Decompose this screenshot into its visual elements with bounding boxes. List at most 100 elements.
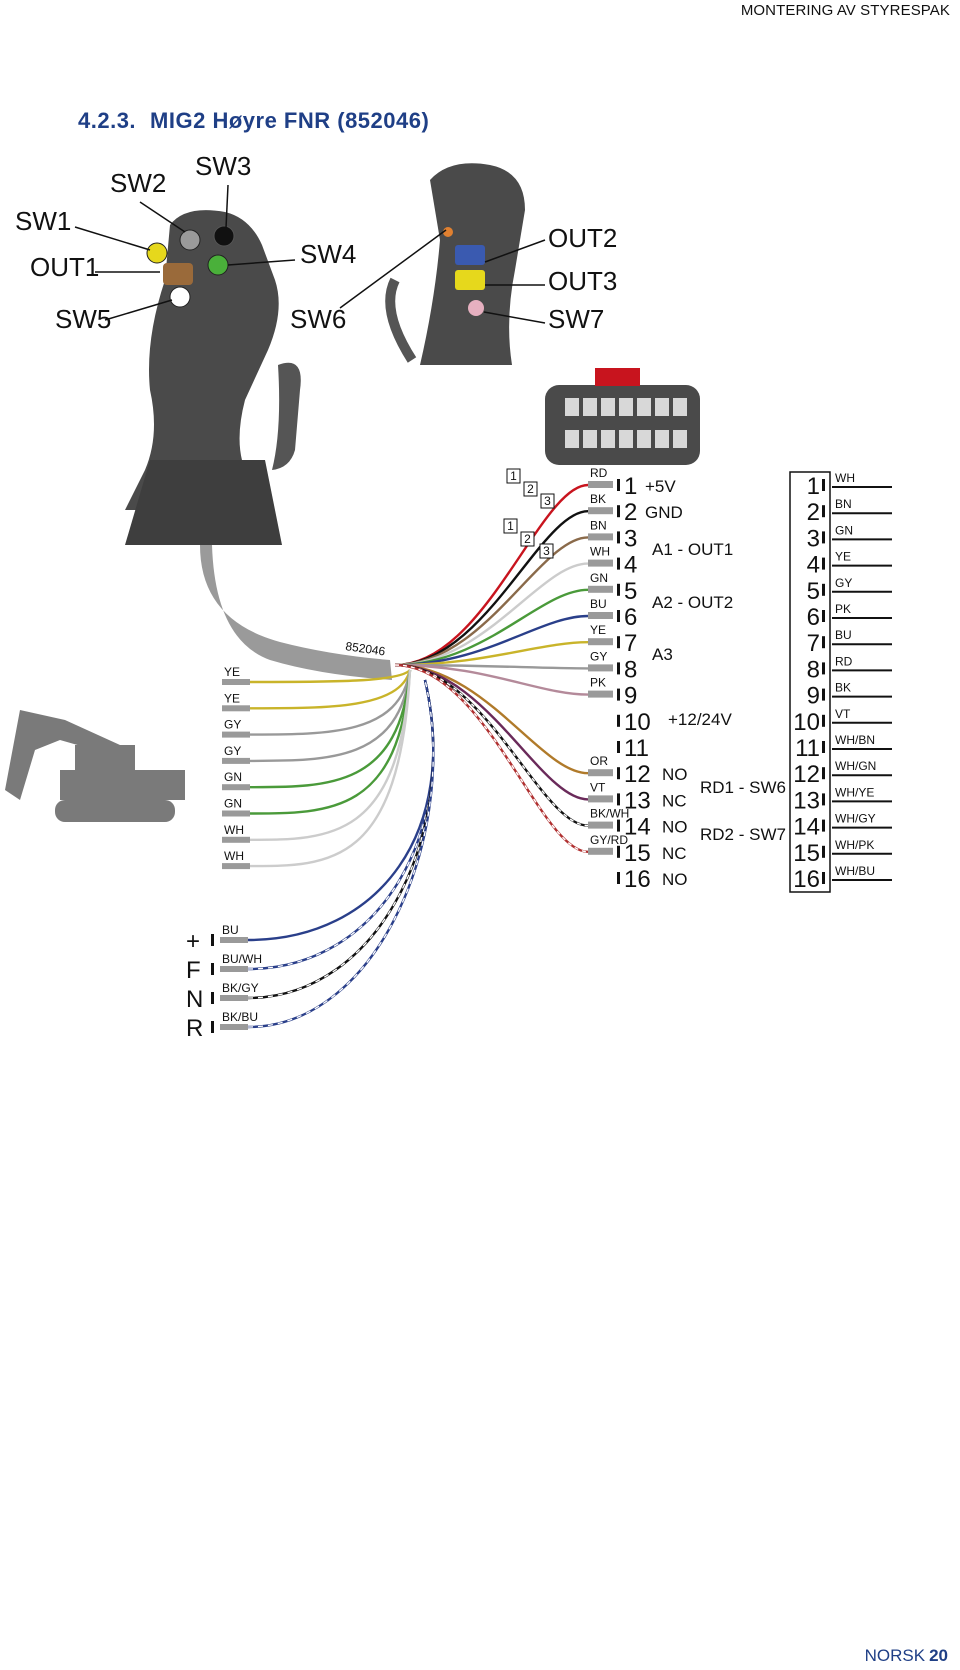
fnr-pin-tick [211, 934, 214, 946]
callout-out2: OUT2 [548, 223, 617, 253]
right-pin-tick [822, 479, 825, 491]
page-header: MONTERING AV STYRESPAK [740, 2, 950, 19]
pin-wire-code: BK/WH [590, 807, 629, 821]
right-pin-number: 10 [793, 709, 820, 736]
right-pin-number: 13 [793, 787, 820, 814]
group-label: +12/24V [668, 710, 732, 729]
right-pin-tick [822, 767, 825, 780]
wire-terminal [220, 1024, 248, 1030]
section-title: 4.2.3.MIG2 Høyre FNR (852046) [78, 108, 429, 134]
pin-function: NO [662, 818, 688, 837]
callout-leader [484, 239, 546, 263]
fnr-wire-code: BU/WH [222, 952, 262, 966]
wire-marker-number: 2 [524, 532, 531, 546]
pin-number: 5 [624, 578, 637, 605]
right-pin-tick [822, 636, 825, 649]
pin-number: 8 [624, 656, 637, 683]
left-wire-code: WH [224, 823, 244, 837]
wire-gy [249, 669, 412, 763]
callout-leader [339, 229, 447, 309]
wire-marker-number: 1 [507, 519, 514, 533]
group-label: A2 - OUT2 [652, 593, 733, 612]
pin-tick [617, 741, 620, 753]
wire-bundle [247, 483, 589, 1029]
wire-marker [540, 493, 555, 509]
wire-marker-number: 2 [527, 482, 534, 496]
right-pin-number: 3 [807, 525, 820, 552]
right-pin-tick [822, 583, 825, 596]
wire-terminal [220, 995, 248, 1001]
callout-sw1: SW1 [15, 206, 71, 236]
right-wire-code: WH/PK [835, 838, 874, 852]
pin-function: NC [662, 791, 687, 810]
right-wire-code: WH/YE [835, 785, 874, 799]
pin-tick [617, 505, 620, 518]
wire-terminal [220, 966, 248, 972]
pin-wire-code: BN [590, 518, 607, 532]
right-pin-number: 8 [807, 656, 820, 683]
wire-terminal [588, 638, 613, 646]
right-wire-code: RD [835, 654, 853, 668]
wire-terminal [588, 507, 613, 515]
wire-terminal [588, 847, 613, 855]
right-wire-code: YE [835, 550, 851, 564]
right-wire-code: WH/BU [835, 864, 875, 878]
right-pin-tick [822, 505, 825, 518]
right-pin-tick [822, 688, 825, 701]
callout-leader [225, 184, 229, 229]
callout-leader [104, 299, 173, 321]
excavator-icon [5, 710, 185, 822]
wire-terminal [222, 705, 250, 712]
right-pin-number: 16 [793, 866, 820, 893]
joystick-side [385, 163, 525, 365]
wire-marker [506, 468, 521, 484]
left-wire-code: YE [224, 691, 240, 705]
wire-terminal [222, 810, 250, 817]
left-wire-code: GY [224, 718, 241, 732]
wire-wh [249, 669, 412, 868]
pin-tick [617, 557, 620, 570]
pin-tick [617, 845, 620, 858]
connector-housing [545, 368, 700, 465]
pin-number: 15 [624, 840, 651, 867]
right-pin-tick [822, 662, 825, 675]
pin-number: 7 [624, 630, 637, 657]
pin-tick [617, 479, 620, 491]
wire-marker-number: 1 [510, 469, 517, 483]
right-pin-number: 5 [807, 578, 820, 605]
fnr-sign: + [186, 928, 200, 955]
pin-wire-code: GN [590, 571, 608, 585]
wire-marker-number: 3 [543, 544, 550, 558]
wire-marker-number: 3 [544, 494, 551, 508]
wire-terminal [222, 731, 250, 738]
wire-stripe [247, 679, 434, 970]
left-wire-code: GY [224, 744, 241, 758]
wire-terminal [588, 533, 613, 541]
right-pin-number: 4 [807, 552, 820, 579]
pin-number: 4 [624, 552, 637, 579]
pin-function: +5V [645, 477, 676, 496]
wire-wh [394, 562, 589, 667]
group-label: A1 - OUT1 [652, 540, 733, 559]
callout-out3: OUT3 [548, 266, 617, 296]
callout-sw5: SW5 [55, 304, 111, 334]
wire-terminal [588, 690, 613, 698]
wire-bk [394, 510, 589, 667]
fnr-pin-tick [211, 1021, 214, 1033]
pin-tick [617, 636, 620, 649]
pin-tick [617, 583, 620, 596]
wire-terminal [222, 836, 250, 843]
wire-marker [523, 481, 538, 497]
pin-function: NO [662, 870, 688, 889]
wire-gn [249, 669, 412, 815]
pin-wire-code: OR [590, 754, 608, 768]
right-wire-code: WH/GN [835, 759, 876, 773]
wire-terminal [588, 585, 613, 593]
cable-part-number: 852046 [345, 639, 387, 658]
footer-language: NORSK [864, 1646, 926, 1665]
pin-tick [617, 872, 620, 884]
pin-number: 16 [624, 866, 651, 893]
